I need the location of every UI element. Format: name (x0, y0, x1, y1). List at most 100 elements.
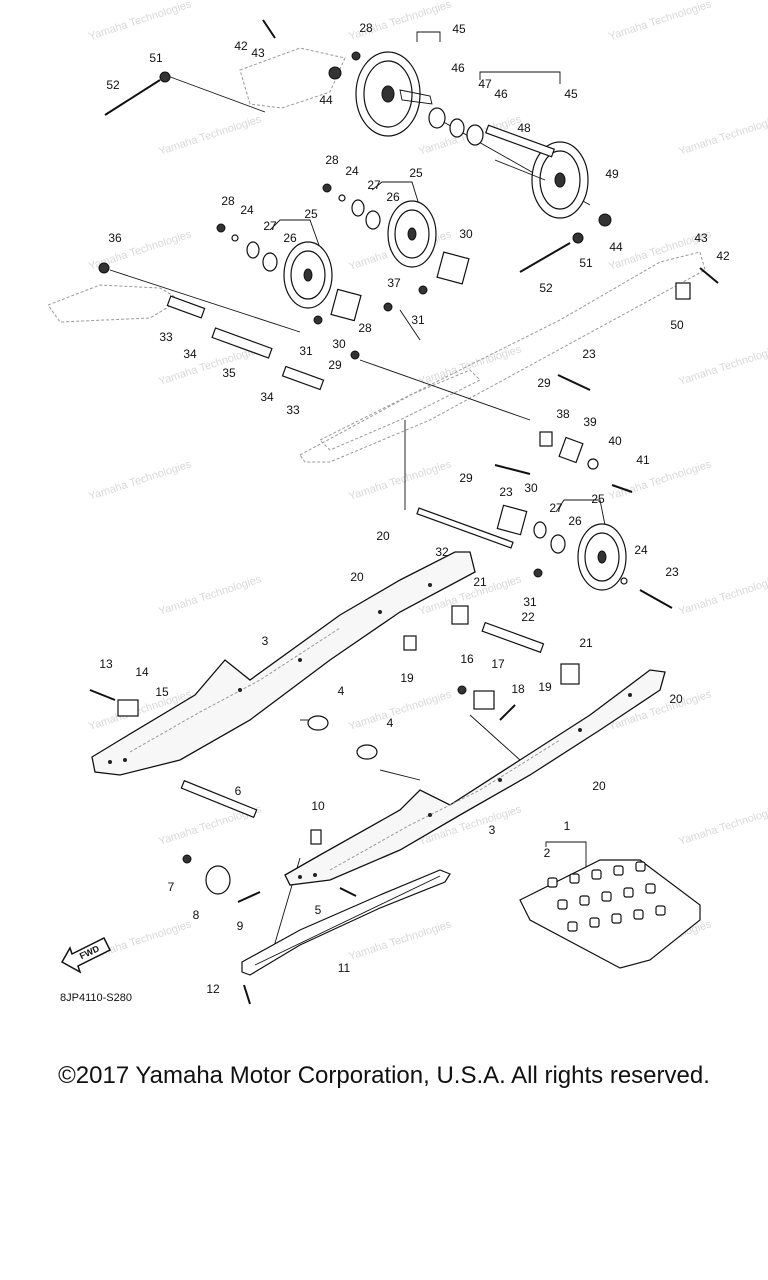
watermark-text: Yamaha Technologies (607, 458, 713, 503)
callout-31: 31 (523, 595, 537, 609)
callout-30: 30 (459, 227, 473, 241)
callout-19: 19 (538, 680, 552, 694)
callout-13: 13 (99, 657, 113, 671)
wheel-25-a (283, 241, 333, 309)
callout-49: 49 (605, 167, 619, 181)
callout-52: 52 (106, 78, 120, 92)
callout-5: 5 (315, 903, 322, 917)
track-clip (611, 913, 622, 924)
callout-12: 12 (206, 982, 220, 996)
callout-11: 11 (338, 961, 351, 975)
track-clip (547, 877, 558, 888)
wheel-25-b (387, 200, 437, 268)
watermark-text: Yamaha Technologies (677, 803, 768, 848)
callout-18: 18 (511, 682, 525, 696)
callout-46: 46 (451, 61, 465, 75)
reference-frame-outlines (47, 47, 706, 463)
callout-1: 1 (564, 819, 571, 833)
callout-34: 34 (183, 347, 197, 361)
callout-8: 8 (193, 908, 200, 922)
track-clip (557, 899, 568, 910)
track-clip (655, 905, 666, 916)
track-clip (579, 895, 590, 906)
callout-41: 41 (636, 453, 650, 467)
wheel-25-c (577, 523, 627, 591)
idler-wheel-45-right (494, 141, 589, 219)
watermark-text: Yamaha Technologies (677, 343, 768, 388)
callout-23: 23 (499, 485, 513, 499)
watermark-text: Yamaha Technologies (347, 458, 453, 503)
callout-10: 10 (311, 799, 325, 813)
callout-21: 21 (473, 575, 487, 589)
callout-50: 50 (670, 318, 684, 332)
watermark-text: Yamaha Technologies (677, 573, 768, 618)
slide-runner (241, 869, 451, 976)
callout-21: 21 (579, 636, 593, 650)
callout-51: 51 (149, 51, 163, 65)
track-clip (623, 887, 634, 898)
callout-42: 42 (716, 249, 730, 263)
callout-26: 26 (283, 231, 297, 245)
callout-40: 40 (608, 434, 622, 448)
diagram-code: 8JP4110-S280 (60, 992, 132, 1004)
track-clip (633, 909, 644, 920)
watermark-text: Yamaha Technologies (157, 573, 263, 618)
watermark-text: Yamaha Technologies (347, 918, 453, 963)
callout-46: 46 (494, 87, 508, 101)
callout-42: 42 (234, 39, 248, 53)
callout-43: 43 (251, 46, 265, 60)
callout-14: 14 (135, 665, 149, 679)
callout-23: 23 (665, 565, 679, 579)
watermark-text: Yamaha Technologies (607, 0, 713, 43)
watermark-text: Yamaha Technologies (87, 0, 193, 43)
right-slide-rail (284, 669, 666, 886)
track-clip (589, 917, 600, 928)
callout-32: 32 (435, 545, 449, 559)
callout-3: 3 (489, 823, 496, 837)
hardware-parts (89, 19, 719, 1005)
callout-33: 33 (286, 403, 300, 417)
callout-43: 43 (694, 231, 708, 245)
callout-20: 20 (376, 529, 390, 543)
watermark-text: Yamaha Technologies (87, 458, 193, 503)
track-clip (569, 873, 580, 884)
callout-24: 24 (634, 543, 648, 557)
callout-30: 30 (332, 337, 346, 351)
callout-29: 29 (537, 376, 551, 390)
callout-33: 33 (159, 330, 173, 344)
callout-28: 28 (325, 153, 339, 167)
watermark-text: Yamaha Technologies (157, 113, 263, 158)
callout-2: 2 (544, 846, 551, 860)
track-clip (601, 891, 612, 902)
callout-45: 45 (452, 22, 466, 36)
callout-7: 7 (168, 880, 175, 894)
callout-38: 38 (556, 407, 570, 421)
callout-27: 27 (263, 219, 277, 233)
callout-44: 44 (609, 240, 623, 254)
callout-27: 27 (367, 178, 381, 192)
watermark-text: Yamaha Technologies (347, 688, 453, 733)
callout-23: 23 (582, 347, 596, 361)
callout-6: 6 (235, 784, 242, 798)
callout-17: 17 (491, 657, 505, 671)
callout-16: 16 (460, 652, 474, 666)
callout-27: 27 (549, 501, 563, 515)
track-clip (567, 921, 578, 932)
callout-25: 25 (409, 166, 423, 180)
callout-22: 22 (521, 610, 535, 624)
callout-4: 4 (387, 716, 394, 730)
callout-37: 37 (387, 276, 401, 290)
callout-19: 19 (400, 671, 414, 685)
callout-20: 20 (592, 779, 606, 793)
track-clip (613, 865, 624, 876)
watermark-text: Yamaha Technologies (417, 343, 523, 388)
callout-45: 45 (564, 87, 578, 101)
idler-wheel-45-left (355, 51, 433, 137)
callout-35: 35 (222, 366, 236, 380)
track-clip (635, 861, 646, 872)
track-clip (591, 869, 602, 880)
track-clip (645, 883, 656, 894)
callout-15: 15 (155, 685, 169, 699)
callout-39: 39 (583, 415, 597, 429)
